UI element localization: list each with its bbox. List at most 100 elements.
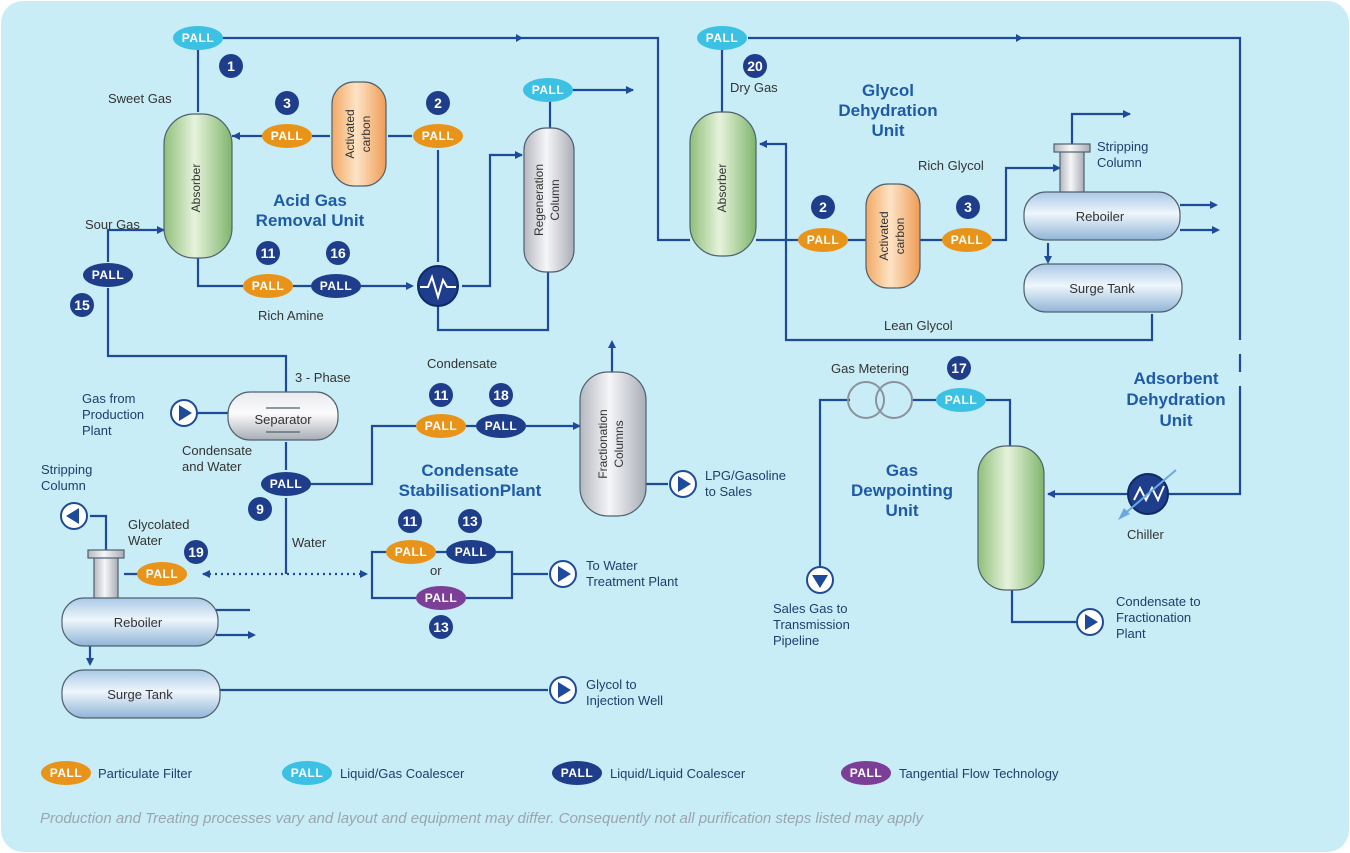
legend-text: Tangential Flow Technology xyxy=(899,766,1059,781)
pall-badge-particulate: PALL xyxy=(386,540,436,564)
surge-tank-glycol: Surge Tank xyxy=(1023,263,1183,313)
step-number: 11 xyxy=(429,383,453,407)
stream-labels: Sweet Gas Sour Gas Rich Amine Dry Gas Ri… xyxy=(41,80,1201,708)
pall-badge-particulate: PALL xyxy=(262,124,312,148)
sales-gas-arrow-icon xyxy=(806,566,834,594)
svg-text:1: 1 xyxy=(227,58,235,74)
svg-text:2: 2 xyxy=(434,95,442,111)
chiller-label: Chiller xyxy=(1127,527,1165,542)
svg-text:20: 20 xyxy=(747,58,763,74)
condensate-water-line2: and Water xyxy=(182,459,242,474)
step-number: 17 xyxy=(947,356,971,380)
step-number: 11 xyxy=(256,241,280,265)
separator-label: Separator xyxy=(254,412,312,427)
step-number: 18 xyxy=(489,383,513,407)
legend-item-tangential: PALL Tangential Flow Technology xyxy=(841,761,1059,785)
activated-carbon-vessel-1: Activated carbon xyxy=(331,81,387,187)
activated-carbon2-label-line2: carbon xyxy=(893,218,907,255)
legend-text: Liquid/Liquid Coalescer xyxy=(610,766,746,781)
sales-gas-line2: Transmission xyxy=(773,617,850,632)
svg-text:PALL: PALL xyxy=(92,268,124,282)
pall-badge-particulate: PALL xyxy=(416,414,466,438)
acid-gas-title-line1: Acid Gas xyxy=(273,191,347,210)
sour-gas-label: Sour Gas xyxy=(85,217,140,232)
regeneration-column: Regeneration Column xyxy=(523,127,575,273)
dewpointing-title-line3: Unit xyxy=(885,501,918,520)
footnote: Production and Treating processes vary a… xyxy=(40,810,924,827)
step-number: 13 xyxy=(458,509,482,533)
glycolated-water-line2: Water xyxy=(128,533,163,548)
adsorbent-title-line1: Adsorbent xyxy=(1134,369,1219,388)
svg-text:19: 19 xyxy=(188,544,204,560)
heat-exchanger-icon xyxy=(417,265,459,307)
stripping-outlet-arrow-icon xyxy=(60,502,88,530)
svg-text:PALL: PALL xyxy=(532,83,564,97)
activated-carbon-vessel-2: Activated carbon xyxy=(865,183,921,289)
svg-text:13: 13 xyxy=(433,619,449,635)
gas-from-production-line1: Gas from xyxy=(82,391,135,406)
step-number: 19 xyxy=(184,540,208,564)
condensate-outlet-arrow-icon xyxy=(1076,608,1104,636)
svg-text:PALL: PALL xyxy=(252,279,284,293)
regeneration-label-line1: Regeneration xyxy=(532,164,546,236)
surge-tank-lower: Surge Tank xyxy=(61,669,221,719)
lpg-outlet-arrow-icon xyxy=(669,470,697,498)
pall-badge-liquid-gas: PALL xyxy=(936,388,986,412)
absorber-glycol-label: Absorber xyxy=(715,164,729,213)
unit-titles: Acid Gas Removal Unit Glycol Dehydration… xyxy=(256,81,1226,520)
step-number: 15 xyxy=(70,293,94,317)
pall-badge-particulate: PALL xyxy=(137,562,187,586)
svg-text:PALL: PALL xyxy=(951,233,983,247)
fractionation-label-line2: Columns xyxy=(612,420,626,467)
svg-text:PALL: PALL xyxy=(561,766,593,780)
reboiler-glycol: Reboiler xyxy=(1023,143,1181,241)
step-number: 20 xyxy=(743,54,767,78)
step-number: 1 xyxy=(219,54,243,78)
pall-badge-liquid-gas: PALL xyxy=(173,26,223,50)
sweet-gas-label: Sweet Gas xyxy=(108,91,172,106)
condensate-fractionation-line1: Condensate to xyxy=(1116,594,1201,609)
gas-from-production-line3: Plant xyxy=(82,423,112,438)
legend-text: Particulate Filter xyxy=(98,766,193,781)
svg-text:PALL: PALL xyxy=(291,766,323,780)
glycolated-water-line1: Glycolated xyxy=(128,517,189,532)
pall-badge-liquid-liquid: PALL xyxy=(261,472,311,496)
sales-gas-line1: Sales Gas to xyxy=(773,601,847,616)
svg-text:PALL: PALL xyxy=(270,477,302,491)
condensate-title-line1: Condensate xyxy=(421,461,518,480)
svg-text:PALL: PALL xyxy=(425,419,457,433)
step-number: 2 xyxy=(811,195,835,219)
adsorbent-title-line3: Unit xyxy=(1159,411,1192,430)
svg-text:PALL: PALL xyxy=(395,545,427,559)
reboiler-lower-label: Reboiler xyxy=(114,615,163,630)
activated-carbon-label-line2: carbon xyxy=(359,116,373,153)
svg-text:PALL: PALL xyxy=(706,31,738,45)
condensate-fractionation-line2: Fractionation xyxy=(1116,610,1191,625)
step-number: 16 xyxy=(326,241,350,265)
pall-badge-particulate: PALL xyxy=(942,228,992,252)
sales-gas-line3: Pipeline xyxy=(773,633,819,648)
lean-glycol-label: Lean Glycol xyxy=(884,318,953,333)
rich-glycol-label: Rich Glycol xyxy=(918,158,984,173)
svg-text:PALL: PALL xyxy=(945,393,977,407)
adsorbent-title-line2: Dehydration xyxy=(1126,390,1225,409)
water-treatment-line1: To Water xyxy=(586,558,638,573)
pall-badge-liquid-liquid: PALL xyxy=(476,414,526,438)
fractionation-columns: Fractionation Columns xyxy=(579,371,647,517)
pall-badge-liquid-liquid: PALL xyxy=(83,263,133,287)
step-number: 13 xyxy=(429,615,453,639)
stripping-column-label-line1: Stripping xyxy=(1097,139,1148,154)
pall-badge-particulate: PALL xyxy=(413,124,463,148)
fractionation-label-line1: Fractionation xyxy=(596,409,610,478)
svg-text:3: 3 xyxy=(283,95,291,111)
water-treatment-arrow-icon xyxy=(549,560,577,588)
stripping-lower-line1: Stripping xyxy=(41,462,92,477)
svg-text:13: 13 xyxy=(462,513,478,529)
svg-text:11: 11 xyxy=(434,387,449,403)
step-numbers: 1 3 2 11 16 15 20 2 3 11 18 9 11 13 13 1… xyxy=(70,54,980,639)
pall-badge-particulate: PALL xyxy=(798,228,848,252)
condensate-label: Condensate xyxy=(427,356,497,371)
svg-text:15: 15 xyxy=(74,297,90,313)
